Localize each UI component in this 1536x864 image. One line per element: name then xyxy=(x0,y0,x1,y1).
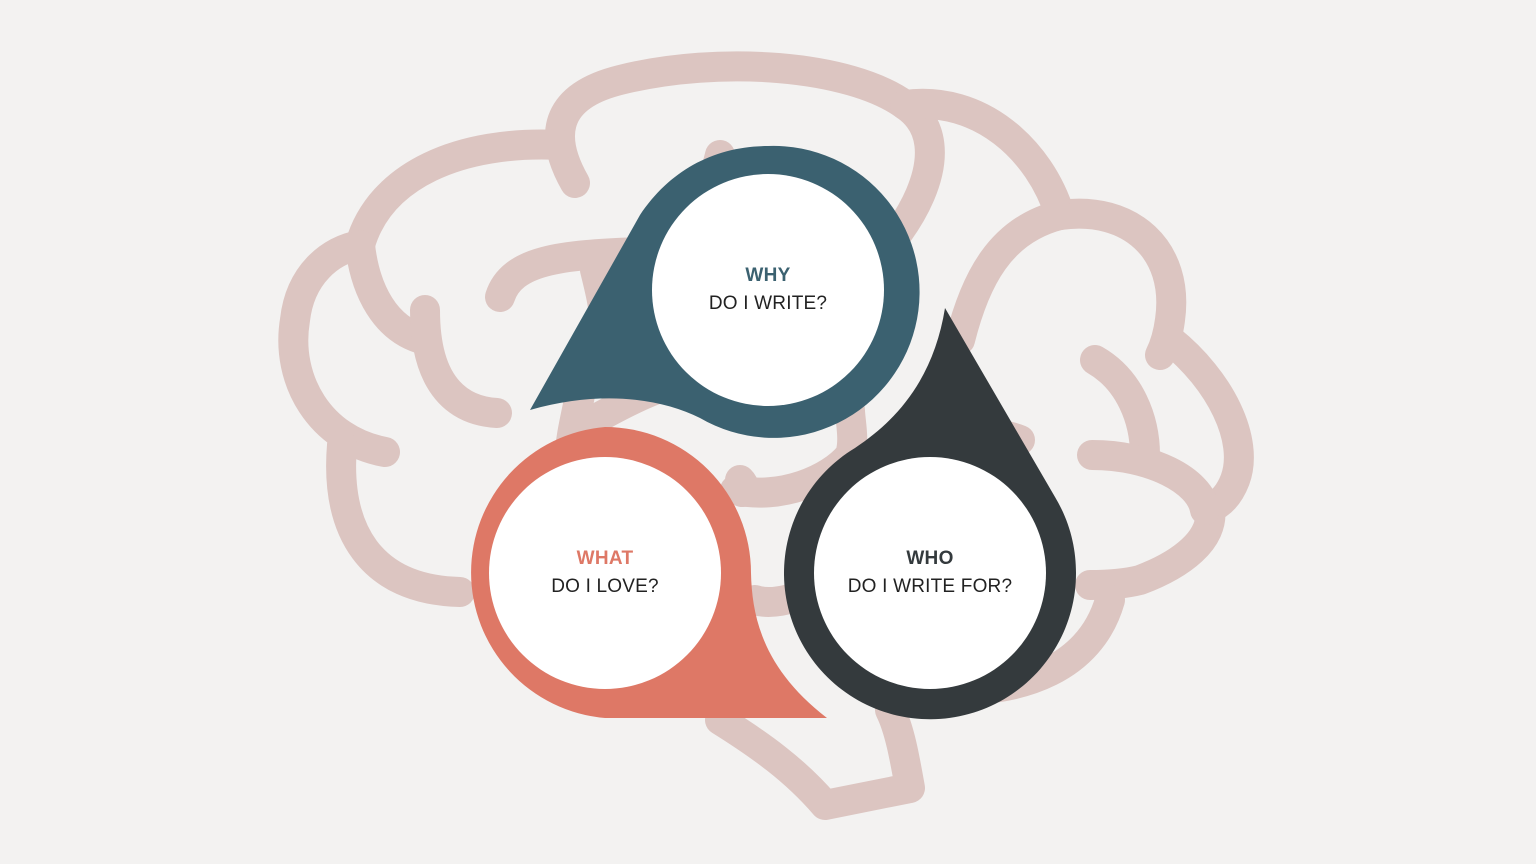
why-question: DO I WRITE? xyxy=(708,293,828,314)
who-keyword: WHO xyxy=(906,548,954,569)
who-question: DO I WRITE FOR? xyxy=(847,576,1013,597)
who-bubble xyxy=(784,308,1077,720)
why-keyword: WHY xyxy=(745,265,791,286)
what-keyword: WHAT xyxy=(576,548,634,569)
what-question: DO I LOVE? xyxy=(551,576,659,597)
who-label: WHO DO I WRITE FOR? xyxy=(848,545,1013,601)
what-label: WHAT DO I LOVE? xyxy=(551,545,659,601)
why-bubble xyxy=(530,145,920,438)
what-bubble xyxy=(471,427,827,718)
why-label: WHY DO I WRITE? xyxy=(709,262,827,318)
